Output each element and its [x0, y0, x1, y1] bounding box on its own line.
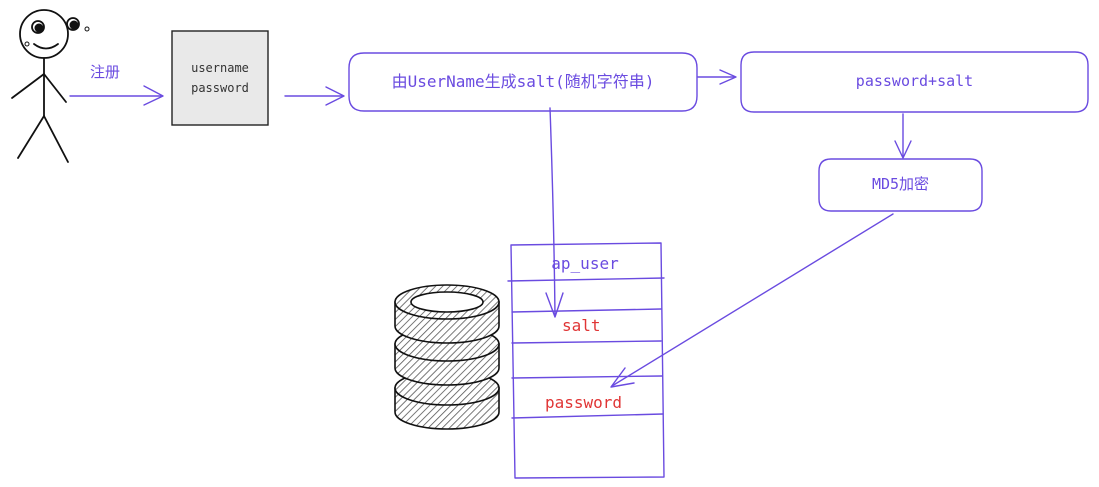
md5-label: MD5加密 — [871, 175, 930, 193]
generate-salt-box — [348, 52, 698, 112]
ap-user-table — [507, 242, 665, 479]
combine-label: password+salt — [855, 72, 974, 90]
form-username-label: username — [191, 61, 249, 75]
table-field-password: password — [545, 393, 623, 412]
arrow-form-to-salt — [284, 86, 345, 106]
form-password-label: password — [191, 81, 249, 95]
generate-salt-label: 由UserName生成salt(随机字符串) — [391, 72, 655, 91]
table-name: ap_user — [551, 254, 619, 273]
arrow-register — [69, 85, 164, 106]
combine-box — [740, 51, 1089, 113]
registration-form-card — [171, 30, 269, 126]
register-label: 注册 — [90, 63, 121, 81]
arrow-salt-to-combine — [697, 69, 737, 85]
user-actor-icon — [11, 9, 90, 163]
arrow-salt-to-db — [545, 107, 564, 318]
arrow-combine-to-md5 — [894, 113, 912, 159]
table-field-salt: salt — [562, 316, 601, 335]
database-icon — [394, 284, 500, 430]
md5-box — [818, 158, 983, 212]
arrow-md5-to-password — [610, 213, 894, 388]
